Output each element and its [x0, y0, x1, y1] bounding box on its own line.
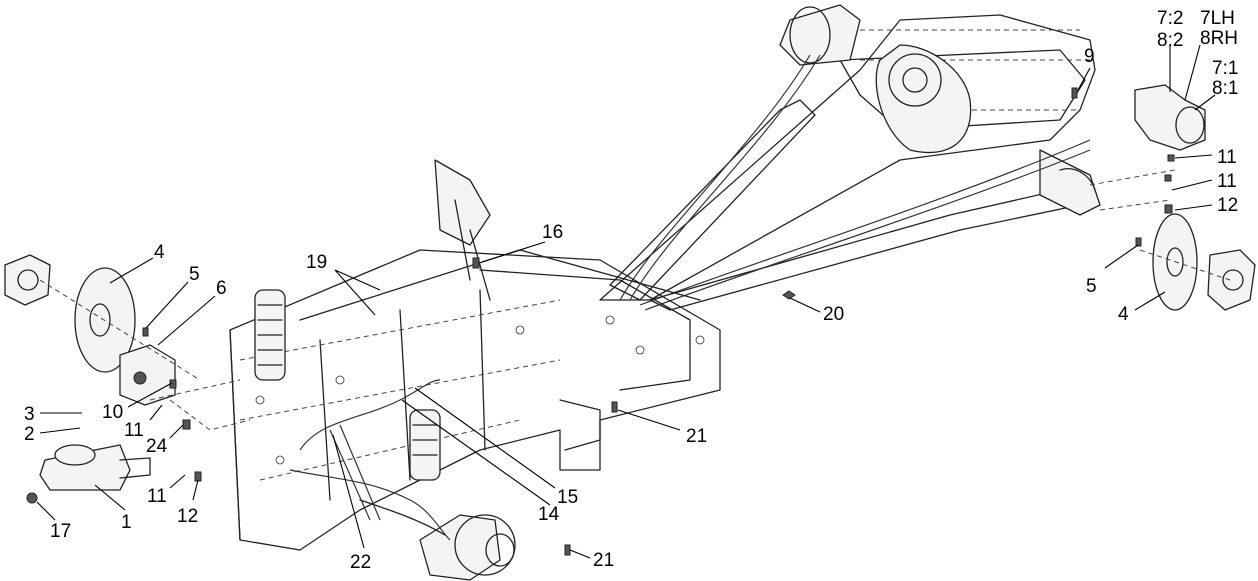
master-cylinder: [39, 444, 151, 491]
callout-9: 9: [1084, 46, 1095, 67]
callout-8RH: 8RH: [1200, 28, 1238, 49]
callout-12-right: 12: [1217, 195, 1238, 216]
callout-19: 19: [306, 252, 327, 273]
front-left-rotor: [74, 267, 136, 373]
callout-5-left: 5: [189, 264, 200, 285]
callout-11-b: 11: [147, 486, 167, 507]
hardware: [26, 87, 1175, 556]
brake-cables: [619, 54, 1091, 311]
front-left-caliper: [119, 344, 176, 406]
front-brake-lines: [289, 379, 451, 541]
rear-right-hub: [1207, 249, 1256, 311]
callout-8-1: 8:1: [1212, 78, 1238, 99]
callout-3: 3: [24, 404, 35, 425]
callout-4-right: 4: [1118, 304, 1129, 325]
front-left-hub: [4, 254, 51, 306]
callout-5-right: 5: [1086, 276, 1097, 297]
callout-17: 17: [50, 521, 71, 542]
callout-21-bottom: 21: [593, 550, 614, 571]
callout-20: 20: [823, 304, 844, 325]
callout-11-a: 11: [124, 420, 144, 441]
callout-14: 14: [538, 504, 560, 525]
callout-11-right-a: 11: [1217, 147, 1237, 168]
callout-6: 6: [216, 278, 227, 299]
main-chassis: [229, 159, 721, 581]
callout-7LH: 7LH: [1200, 8, 1235, 29]
callout-21-mid: 21: [686, 426, 707, 447]
callout-7-1: 7:1: [1212, 58, 1238, 79]
callout-4-left: 4: [154, 242, 165, 263]
callout-7-2: 7:2: [1157, 8, 1183, 29]
rear-frame-assembly: [599, 4, 1101, 311]
callout-2: 2: [24, 424, 35, 445]
callout-8-2: 8:2: [1157, 30, 1183, 51]
callout-12-left: 12: [177, 506, 198, 527]
rear-right-caliper: [1134, 84, 1206, 151]
callout-22: 22: [350, 552, 371, 573]
callout-1: 1: [121, 512, 132, 533]
callout-16: 16: [542, 222, 563, 243]
callout-labels: 4 5 6 3 2 10 11 24 11 12 1 17 19 16 15 1…: [24, 8, 1238, 573]
callout-11-right-b: 11: [1217, 171, 1237, 192]
leader-lines: [36, 44, 1216, 559]
callout-10: 10: [102, 402, 123, 423]
callout-15: 15: [557, 487, 578, 508]
callout-24: 24: [146, 436, 168, 457]
